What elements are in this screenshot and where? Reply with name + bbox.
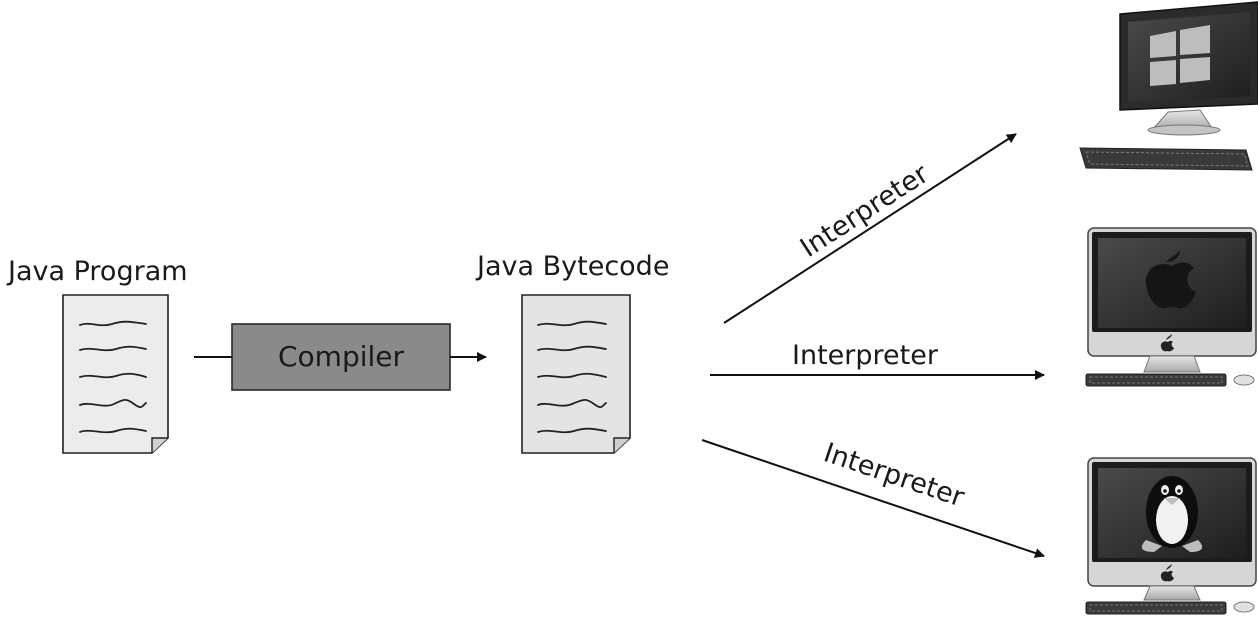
interpreter-label-mac: Interpreter	[792, 340, 939, 371]
compiler-label: Compiler	[278, 340, 405, 373]
compiler-box: Compiler	[231, 323, 451, 391]
document-icon	[521, 294, 631, 454]
java-program-label: Java Program	[6, 256, 188, 287]
interpreter-arrow-linux	[701, 439, 1045, 558]
interpreter-arrow-windows	[723, 133, 1017, 324]
java-bytecode-label: Java Bytecode	[475, 251, 669, 282]
tux-penguin-icon	[1141, 476, 1203, 552]
document-icon	[62, 294, 169, 454]
linux-computer-icon	[1085, 457, 1257, 615]
windows-pc-icon	[1079, 1, 1258, 171]
mac-computer-icon	[1085, 227, 1257, 387]
interpreter-label-windows: Interpreter	[795, 158, 935, 264]
interpreter-label-linux: Interpreter	[820, 437, 969, 513]
